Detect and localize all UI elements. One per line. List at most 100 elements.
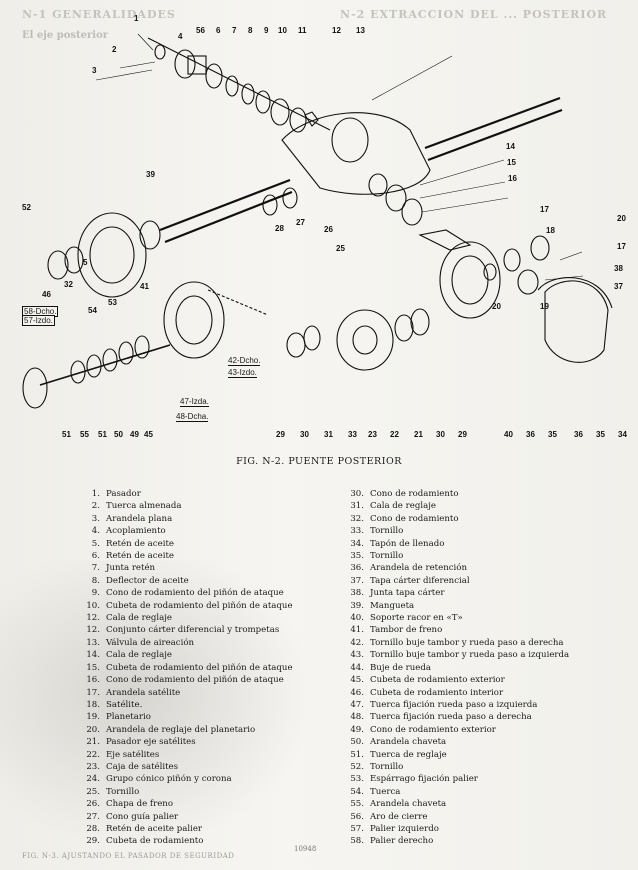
- legend-item-number: 34.: [350, 538, 364, 549]
- legend-item-text: Arandela plana: [106, 513, 173, 524]
- legend-item-text: Tapón de llenado: [370, 538, 445, 549]
- legend-item-text: Tapa cárter diferencial: [370, 575, 470, 586]
- part-brake-plate: [77, 212, 147, 298]
- legend-item: 5.Retén de aceite: [72, 538, 332, 550]
- legend-item-number: 32.: [350, 513, 364, 524]
- legend-item-text: Arandela chaveta: [370, 799, 447, 810]
- callout-23: 23: [368, 430, 377, 439]
- legend-item-number: 19.: [86, 712, 100, 723]
- callout-9: 9: [264, 26, 269, 35]
- legend-item: 27. Cono guía palier: [72, 811, 332, 823]
- callout-41: 41: [140, 282, 149, 291]
- legend-item-text: Cono de rodamiento del piñón de ataque: [106, 675, 284, 686]
- legend-item-number: 17.: [86, 687, 100, 698]
- legend-item: 55.Arandela chaveta: [336, 798, 636, 810]
- part-nut: [154, 44, 166, 60]
- legend-item-number: 46.: [350, 687, 364, 698]
- callout-36: 36: [526, 430, 535, 439]
- callout-53: 53: [108, 298, 117, 307]
- legend-item-text: Retén de aceite: [106, 551, 174, 562]
- callout-1: 1: [134, 14, 139, 23]
- legend-item-number: 30.: [350, 489, 364, 499]
- callout-17: 17: [540, 205, 549, 214]
- part-seal-7: [241, 83, 255, 105]
- legend-item-text: Planetario: [106, 712, 151, 723]
- legend-item-text: Acoplamiento: [106, 526, 166, 537]
- callout-32: 32: [64, 280, 73, 289]
- part-bearing-9: [270, 98, 290, 126]
- legend-item-number: 52.: [350, 761, 364, 772]
- legend-item-text: Mangueta: [370, 600, 415, 611]
- legend-item: 16.Cono de rodamiento del piñón de ataqu…: [72, 674, 332, 686]
- legend-item-text: Cono de rodamiento: [370, 489, 459, 499]
- legend-item-number: 47.: [350, 699, 364, 710]
- legend-item-text: Arandela de reglaje del planetario: [106, 724, 256, 735]
- legend-item-number: 13.: [86, 637, 100, 648]
- legend-item-number: 2.: [91, 501, 100, 512]
- part-seal-6: [225, 75, 239, 97]
- legend-item-text: Tambor de freno: [370, 625, 443, 636]
- legend-item-number: 57.: [350, 823, 364, 834]
- legend-item: 14.Cala de reglaje: [72, 649, 332, 661]
- legend-item-number: 28.: [86, 823, 100, 834]
- legend-item: 34. Tapón de llenado: [336, 538, 636, 550]
- legend-item: 38.Junta tapa cárter: [336, 587, 636, 599]
- callout-28: 28: [275, 224, 284, 233]
- part-cover-37: [544, 280, 609, 363]
- legend-item-text: Cala de reglaje: [106, 613, 172, 624]
- label-palier-izquierdo: 57-Izdo.: [22, 315, 55, 326]
- legend-item-text: Tuerca de reglaje: [370, 749, 447, 760]
- part-half-shaft: [39, 344, 171, 386]
- legend-item: 17.Arandela satélite: [72, 687, 332, 699]
- callout-18: 18: [546, 226, 555, 235]
- legend-item: 39.Mangueta: [336, 600, 636, 612]
- label-47-izda: 47-Izda.: [180, 397, 209, 407]
- callout-45: 45: [144, 430, 153, 439]
- callout-50: 50: [114, 430, 123, 439]
- part-bearing-32: [64, 246, 84, 274]
- legend-item-text: Cubeta de rodamiento del piñón de ataque: [106, 600, 293, 611]
- callout-49: 49: [130, 430, 139, 439]
- legend-item: 25.Tornillo: [72, 786, 332, 798]
- callout-4: 4: [178, 32, 183, 41]
- callout-13: 13: [356, 26, 365, 35]
- legend-item-number: 15.: [86, 662, 100, 673]
- legend-item: 50.Arandela chaveta: [336, 736, 636, 748]
- part-brake-drum: [163, 281, 225, 359]
- callout-34: 34: [618, 430, 627, 439]
- legend-item: 26.Chapa de freno: [72, 798, 332, 810]
- legend-item-number: 24.: [86, 774, 100, 785]
- callout-29: 29: [276, 430, 285, 439]
- callout-6: 6: [216, 26, 221, 35]
- legend-item-text: Cono de rodamiento: [370, 513, 459, 524]
- part-washer-50: [118, 341, 134, 365]
- part-differential-case: [336, 309, 394, 371]
- legend-item-text: Tornillo: [370, 761, 404, 772]
- ghost-heading-left: N-1 GENERALIDADES: [22, 8, 176, 21]
- ghost-heading-right: N-2 EXTRACCION DEL ... POSTERIOR: [340, 8, 608, 21]
- legend-item: 32. Cono de rodamiento: [336, 513, 636, 525]
- legend-item-number: 27.: [86, 811, 100, 822]
- part-cup-29: [410, 308, 430, 336]
- callout-30: 30: [300, 430, 309, 439]
- legend-item: 7.Junta retén: [72, 562, 332, 574]
- legend-item-number: 12.: [86, 625, 100, 636]
- legend-item: 22.Eje satélites: [72, 749, 332, 761]
- part-pinion-18: [503, 248, 521, 272]
- legend-item-text: Cubeta de rodamiento interior: [370, 687, 504, 698]
- legend-item: 51.Tuerca de reglaje: [336, 749, 636, 761]
- legend-item: 42.Tornillo buje tambor y rueda paso a d…: [336, 637, 636, 649]
- legend-item-text: Pasador: [106, 489, 141, 499]
- rear-axle-exploded-diagram: [22, 33, 613, 409]
- legend-item-text: Caja de satélites: [106, 761, 179, 772]
- legend-item-number: 56.: [350, 811, 364, 822]
- legend-item-number: 36.: [350, 563, 364, 574]
- part-coupling: [174, 49, 196, 79]
- callout-40: 40: [504, 430, 513, 439]
- callout-37: 37: [614, 282, 623, 291]
- legend-item-text: Cono guía palier: [106, 811, 179, 822]
- legend-item: 49.Cono de rodamiento exterior: [336, 724, 636, 736]
- legend-item: 33.Tornillo: [336, 525, 636, 537]
- legend-item-text: Tornillo buje tambor y rueda paso a izqu…: [370, 650, 570, 661]
